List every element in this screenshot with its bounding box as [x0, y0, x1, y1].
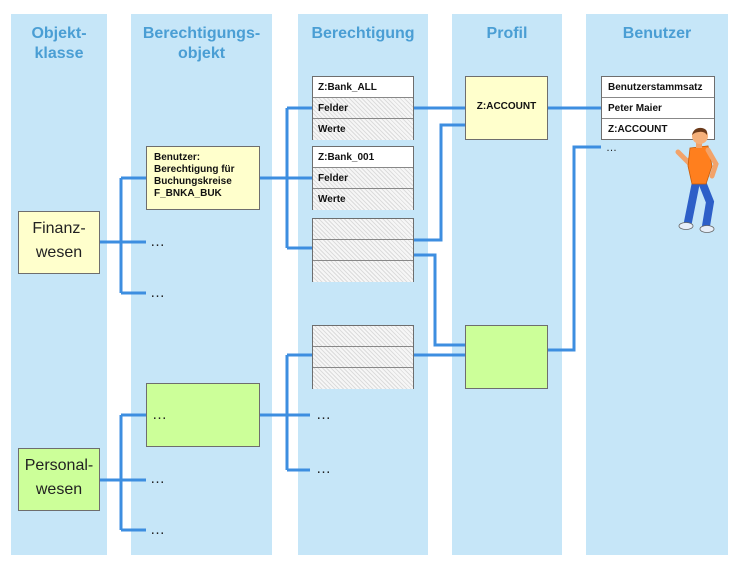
berechtigung-werte: Werte	[313, 119, 413, 140]
berechtigung-werte: Werte	[313, 189, 413, 210]
connector-profil2-benutzer	[548, 145, 601, 352]
berechtigung-felder: Felder	[313, 98, 413, 119]
column-title-berechtigung: Berechtigung	[311, 25, 415, 42]
benutzer-header: Benutzerstammsatz	[602, 77, 714, 98]
connector-berechtigung3-profil	[414, 123, 465, 242]
ellipsis-personal-objekt-2: …	[150, 470, 165, 487]
column-title-profil: Profil	[486, 25, 528, 42]
column-berechtigungsobjekt: Berechtigungs- objekt	[131, 14, 272, 555]
objektklasse-finanzwesen: Finanz- wesen	[18, 211, 100, 274]
berechtigung-felder: Felder	[313, 168, 413, 189]
profil-unbenannt	[465, 325, 548, 389]
berechtigung-unbenannt-1	[312, 218, 414, 282]
berechtigung-unbenannt-2	[312, 325, 414, 389]
berechtigung-z-bank-001: Z:Bank_001 Felder Werte	[312, 146, 414, 210]
ellipsis-personal-objekt-3: …	[150, 521, 165, 538]
user-figure-icon	[675, 127, 719, 233]
objektklasse-personalwesen: Personal- wesen	[18, 448, 100, 511]
berechtigungsobjekt-personal: …	[146, 383, 260, 447]
berechtigung-name: Z:Bank_ALL	[313, 77, 413, 98]
ellipsis-finanz-objekt-3: …	[150, 284, 165, 301]
column-title-objektklasse: Objekt- klasse	[31, 25, 87, 62]
column-title-berechtigungsobjekt: Berechtigungs- objekt	[142, 25, 261, 62]
berechtigung-z-bank-all: Z:Bank_ALL Felder Werte	[312, 76, 414, 140]
column-title-benutzer: Benutzer	[622, 25, 692, 42]
ellipsis-berechtigung-1: …	[316, 406, 331, 423]
ellipsis-berechtigung-2: …	[316, 460, 331, 477]
connector-berechtigungsobjekt-personal	[260, 353, 312, 472]
benutzer-profil: Z:ACCOUNT	[608, 124, 668, 135]
berechtigungsobjekt-f-bnka-buk: Benutzer: Berechtigung für Buchungskreis…	[146, 146, 260, 210]
connector-finanzwesen	[100, 176, 146, 295]
connector-berechtigung3-profil2	[414, 253, 465, 347]
ellipsis-finanz-objekt-2: …	[150, 233, 165, 250]
profil-z-account: Z:ACCOUNT	[465, 76, 548, 140]
benutzer-name: Peter Maier	[602, 98, 714, 119]
berechtigung-name: Z:Bank_001	[313, 147, 413, 168]
connector-personalwesen	[100, 413, 146, 532]
benutzer-more: …	[606, 142, 617, 154]
connector-berechtigungsobjekt-finanz	[260, 106, 312, 250]
